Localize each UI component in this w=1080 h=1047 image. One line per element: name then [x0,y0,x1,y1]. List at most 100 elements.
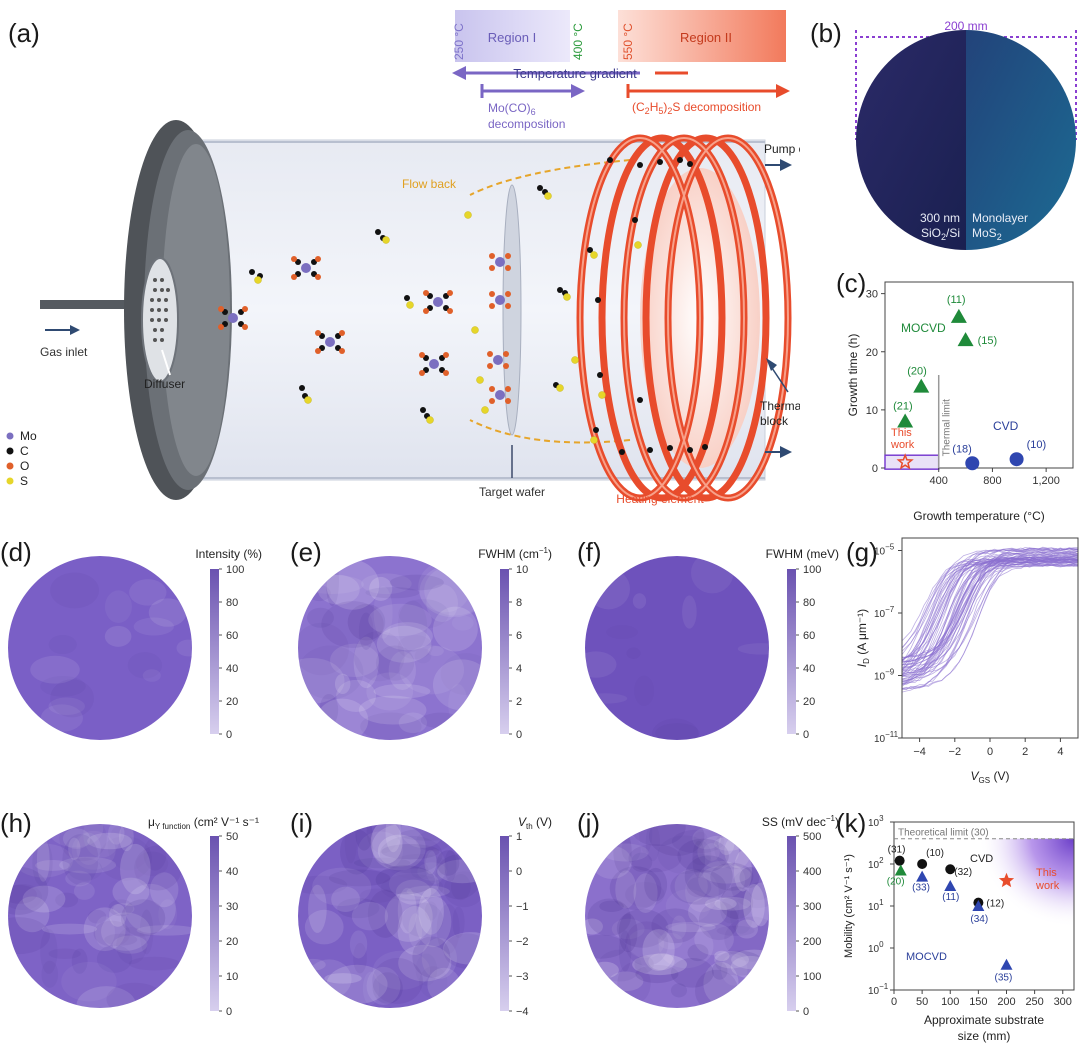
colorbar-tick-label: 4 [516,663,522,675]
map-patch [436,850,460,876]
map-patch [369,576,393,601]
y-tick-label: 10−1 [868,982,889,997]
map-patch [735,919,758,939]
map-patch [443,871,482,908]
map-patch [368,603,432,637]
thermal-block-label-2: block [760,414,789,428]
this-work-label-2: work [1035,880,1060,892]
panel-label-g: (g) [846,537,878,567]
map-patch [362,971,380,1006]
map-patch [400,824,445,848]
map-patch [395,879,432,905]
map-patch [389,574,444,591]
theoretical-limit-label: Theoretical limit (30) [898,828,989,839]
transfer-curve [902,555,1078,673]
x-tick-label: −2 [949,746,962,758]
map-patch [443,933,482,969]
map-patch [8,884,43,911]
panel-label-d: (d) [0,537,32,567]
map-patch [597,949,642,982]
map-patch [692,854,712,866]
map-patch [355,824,373,851]
colorbar-tick-label: 40 [226,663,238,675]
thermal-block-pointer [769,364,789,393]
y-tick-label: 103 [868,814,884,829]
map-patch [373,683,431,699]
heating-coil-highlights [579,137,789,499]
panel-label-h: (h) [0,808,32,838]
colorbar [500,569,509,734]
map-patch [40,676,86,697]
transfer-curve [902,550,1078,659]
map-patch [324,973,362,984]
diffuser-holes [150,278,170,342]
map-patch [30,655,80,684]
map-patch [415,896,452,948]
map-patch [360,712,422,740]
panel-label-a: (a) [8,18,40,48]
map-patch [59,856,117,874]
end-flange-inner [162,144,230,476]
map-patch [375,645,415,681]
map-patch [381,844,440,860]
mocvd-point [894,864,907,876]
map-patch [418,888,444,935]
map-patch [671,915,687,940]
y-tick-label: 30 [866,289,878,301]
map-patch [415,953,438,986]
map-patch [389,853,449,880]
map-patch [385,824,402,853]
map-patch [737,643,769,655]
map-patch [648,824,705,856]
map-patch [711,962,728,980]
map-patch [384,891,433,942]
map-patch [136,925,192,936]
panel-label-f: (f) [577,537,602,567]
map-patch [698,860,746,899]
map-patch [120,843,151,895]
colorbar-tick-label: 0 [516,729,522,741]
target-wafer [502,184,522,436]
transfer-curve [902,553,1078,681]
map-patch [397,887,417,934]
map-patch [670,958,714,988]
map-title: FWHM (meV) [766,547,839,561]
map-patch [665,922,716,933]
map-patch [639,824,653,854]
map-patch [128,956,180,971]
y-tick-label: 102 [868,856,884,871]
map-patch [410,861,429,879]
map-patch [635,964,679,984]
map-patch [432,606,478,652]
map-patch [98,836,153,881]
map-patch [344,824,357,864]
s-decomp-arrow-head [776,84,790,98]
map-patch [716,925,755,936]
map-patch [450,874,471,901]
thermal-block-pointer-head [766,358,777,371]
map-patch [388,868,440,900]
map-patch [125,883,176,933]
transfer-curve [902,559,1078,677]
map-patch [108,824,125,845]
map-patch [337,898,380,919]
map-patch [585,693,628,704]
map-patch [694,923,734,956]
map-patch [748,882,769,901]
map-patch [304,909,344,945]
colorbar-tick-label: −4 [516,1006,529,1018]
mocvd-point [972,900,985,911]
map-patch [65,870,92,887]
x-tick-label: 200 [997,996,1015,1008]
mo-decomp-label-1: Mo(CO)6 [488,101,536,117]
map-patch [376,625,432,663]
map-patch [618,930,632,972]
map-patch [397,905,432,955]
wafer-map-disc [298,824,482,1008]
map-patch [671,829,725,854]
y-axis-label: ID (A μm⁻¹) [855,609,871,667]
map-patch [176,639,192,657]
